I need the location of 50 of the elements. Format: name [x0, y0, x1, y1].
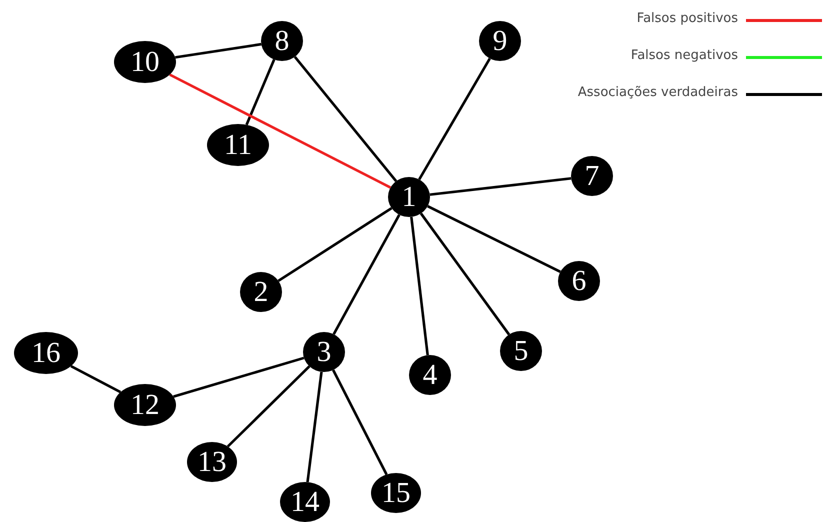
- node-ellipse: [114, 384, 176, 426]
- legend-text: Associações verdadeiras: [578, 85, 738, 100]
- node-ellipse: [280, 482, 330, 522]
- legend-text: Falsos negativos: [630, 48, 738, 63]
- connector-line: [332, 369, 388, 476]
- node-ellipse: [303, 332, 345, 372]
- node-number: 4: [422, 360, 438, 390]
- connector-line: [175, 42, 262, 59]
- node-ellipse: [114, 41, 176, 83]
- node-ellipse: [479, 21, 521, 61]
- node-ellipse: [240, 272, 282, 312]
- node-number: 13: [198, 448, 226, 476]
- connector-line: [410, 216, 429, 356]
- node-number: 15: [382, 478, 410, 508]
- node-number: 9: [492, 26, 508, 56]
- node-number: 10: [130, 48, 160, 76]
- connector-line: [427, 205, 561, 273]
- legend-text: Falsos positivos: [636, 11, 738, 26]
- node-number: 7: [584, 162, 600, 190]
- node-ellipse: [500, 331, 542, 371]
- node-ellipse: [14, 332, 78, 374]
- node-ellipse: [207, 124, 269, 166]
- node-number: 12: [130, 390, 160, 420]
- node-ellipse: [388, 177, 430, 217]
- node-number: 5: [514, 336, 528, 366]
- connector-line: [418, 58, 491, 180]
- node-number: 8: [274, 26, 290, 56]
- node-number: 6: [572, 266, 586, 296]
- connector-line: [245, 59, 276, 126]
- connector-line: [173, 356, 304, 398]
- node-ellipse: [409, 355, 451, 395]
- connector-line: [430, 177, 572, 196]
- connector-line: [226, 365, 310, 448]
- node-number: 2: [254, 278, 268, 306]
- node-number: 14: [290, 488, 320, 516]
- connector-line: [70, 364, 122, 394]
- node-ellipse: [261, 21, 303, 61]
- node-number: 1: [402, 182, 416, 212]
- node-number: 3: [316, 338, 332, 366]
- node-number: 11: [224, 130, 252, 160]
- node-ellipse: [371, 473, 421, 513]
- connector-line: [278, 207, 392, 282]
- connector-line: [169, 74, 392, 189]
- node-ellipse: [187, 442, 237, 482]
- connector-line: [332, 214, 400, 335]
- connector-line: [420, 212, 510, 336]
- node-ellipse: [571, 156, 613, 196]
- node-ellipse: [558, 261, 600, 301]
- connector-line: [294, 56, 398, 182]
- node-number: 16: [32, 338, 60, 368]
